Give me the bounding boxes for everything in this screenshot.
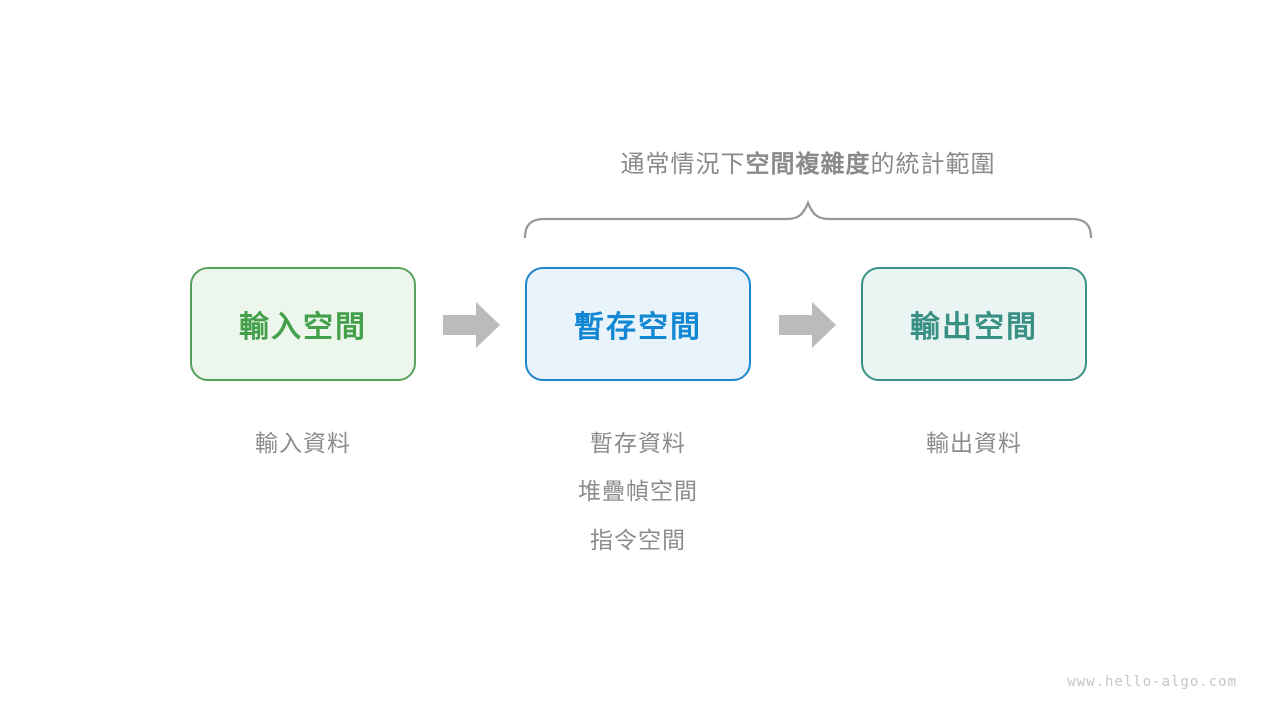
caption-buffer-data: 暫存資料 bbox=[590, 430, 686, 456]
title-suffix: 的統計範圍 bbox=[870, 151, 996, 178]
box-input-space: 輸入空間 bbox=[190, 267, 416, 381]
title-prefix: 通常情況下 bbox=[620, 151, 746, 178]
brace-bracket-icon bbox=[523, 200, 1093, 238]
arrow-right-icon bbox=[779, 302, 836, 348]
watermark-url: www.hello-algo.com bbox=[1067, 674, 1237, 690]
box-buffer-space: 暫存空間 bbox=[525, 267, 751, 381]
caption-output-data: 輸出資料 bbox=[926, 430, 1022, 456]
caption-stack-frame-space: 堆疊幀空間 bbox=[578, 478, 698, 504]
caption-input-data: 輸入資料 bbox=[255, 430, 351, 456]
arrow-shape bbox=[779, 302, 836, 348]
arrow-shape bbox=[443, 302, 500, 348]
diagram-title: 通常情況下空間複雜度的統計範圍 bbox=[523, 144, 1093, 179]
box-buffer-space-label: 暫存空間 bbox=[574, 311, 702, 344]
box-output-space-label: 輸出空間 bbox=[910, 311, 1038, 344]
box-input-space-label: 輸入空間 bbox=[239, 311, 367, 344]
arrow-right-icon bbox=[443, 302, 500, 348]
title-bold-term: 空間複雜度 bbox=[745, 151, 871, 178]
caption-instruction-space: 指令空間 bbox=[590, 527, 686, 553]
box-output-space: 輸出空間 bbox=[861, 267, 1087, 381]
brace-path bbox=[523, 200, 1093, 238]
